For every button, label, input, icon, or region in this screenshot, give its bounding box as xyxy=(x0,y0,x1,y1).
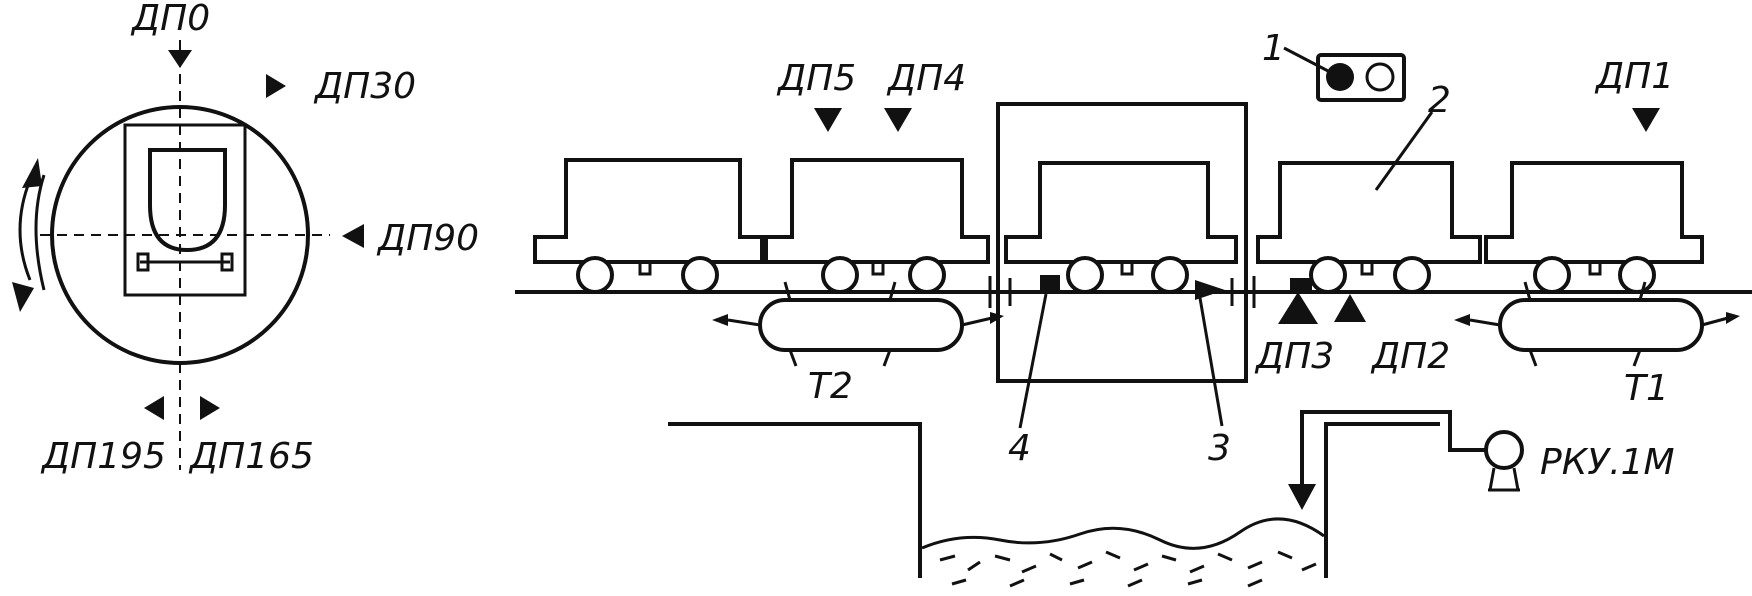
sensor-dp165-triangle-icon xyxy=(200,396,220,420)
label-rku: РКУ.1М xyxy=(1540,442,1675,483)
rotation-arrow-down-icon xyxy=(12,282,34,312)
spray-pipe xyxy=(1300,410,1486,486)
callout-3: 3 xyxy=(1208,428,1231,469)
label-t2: Т2 xyxy=(808,366,853,407)
sensor-dp0-triangle-icon xyxy=(168,50,192,68)
bulk-material-surface xyxy=(921,517,1325,550)
callout-1: 1 xyxy=(1262,28,1285,69)
label-dp4: ДП4 xyxy=(886,58,966,99)
label-dp2: ДП2 xyxy=(1370,336,1450,377)
tippler-cradle-frame xyxy=(123,123,247,297)
spray-outlet-arrow-icon xyxy=(1288,484,1316,510)
wagon-1 xyxy=(533,158,764,294)
pump-icon xyxy=(1484,430,1524,470)
sensor-dp90-triangle-icon xyxy=(342,224,364,248)
sensor-dp3-triangle-icon xyxy=(1278,292,1318,324)
wagon-5 xyxy=(1484,161,1704,294)
signal-lamp-on-icon xyxy=(1326,63,1354,91)
rotation-arc-inner xyxy=(34,174,46,291)
callout-4-leader xyxy=(1018,293,1048,429)
sensor-dp30-triangle-icon xyxy=(266,74,286,98)
tippler-rotor-circle xyxy=(50,105,310,365)
rotary-tippler-end-view: ДП0 ДП30 ДП90 ДП195 ДП165 xyxy=(12,0,479,477)
label-t1: Т1 xyxy=(1624,368,1669,409)
rotation-arrow-up-icon xyxy=(22,158,42,188)
label-dp90: ДП90 xyxy=(376,218,479,259)
bulk-material-hatching xyxy=(939,550,1317,588)
pump-leg-right xyxy=(1512,467,1520,491)
pusher-t1 xyxy=(1454,281,1740,367)
traffic-light xyxy=(1316,53,1406,102)
wagon-3-in-tippler xyxy=(1004,161,1238,294)
sensor-dp4-triangle-icon xyxy=(884,108,912,132)
callout-3-leader xyxy=(1198,297,1224,427)
pit-right-wall xyxy=(1324,422,1440,578)
callout-2-leader xyxy=(1374,111,1434,191)
callout-1-leader xyxy=(1283,46,1331,74)
label-dp30: ДП30 xyxy=(313,66,416,107)
label-dp3: ДП3 xyxy=(1254,336,1334,377)
label-dp1: ДП1 xyxy=(1594,56,1674,97)
pusher-t2 xyxy=(712,281,1004,367)
callout-2: 2 xyxy=(1428,80,1451,121)
stop-block-4 xyxy=(1040,275,1060,292)
sensor-dp1-triangle-icon xyxy=(1632,108,1660,132)
pusher-arrow-icon xyxy=(1195,280,1225,300)
rotation-arc-outer xyxy=(18,179,32,281)
tippler-housing xyxy=(996,102,1248,383)
signal-lamp-off-icon xyxy=(1365,62,1395,92)
right-wheel-block xyxy=(220,252,234,272)
label-dp0: ДП0 xyxy=(130,0,210,39)
sensor-dp5-triangle-icon xyxy=(814,108,842,132)
callout-4: 4 xyxy=(1008,428,1031,469)
tippler-side-view: ДП5 ДП4 ДП1 ДП3 ДП2 Т2 Т1 1 2 3 4 xyxy=(515,28,1752,588)
label-dp5: ДП5 xyxy=(776,58,856,99)
sensor-dp2-triangle-icon xyxy=(1334,294,1366,322)
pit-left-wall xyxy=(668,422,922,578)
wagon-2 xyxy=(764,158,990,294)
pump-leg-left xyxy=(1488,467,1496,491)
label-dp165: ДП165 xyxy=(188,436,314,477)
left-wheel-block xyxy=(136,252,150,272)
sensor-dp195-triangle-icon xyxy=(144,396,164,420)
wagon-body-end-profile xyxy=(148,148,227,253)
sensor-dp3-block xyxy=(1290,278,1312,292)
wagon-4 xyxy=(1256,161,1482,294)
label-dp195: ДП195 xyxy=(40,436,166,477)
